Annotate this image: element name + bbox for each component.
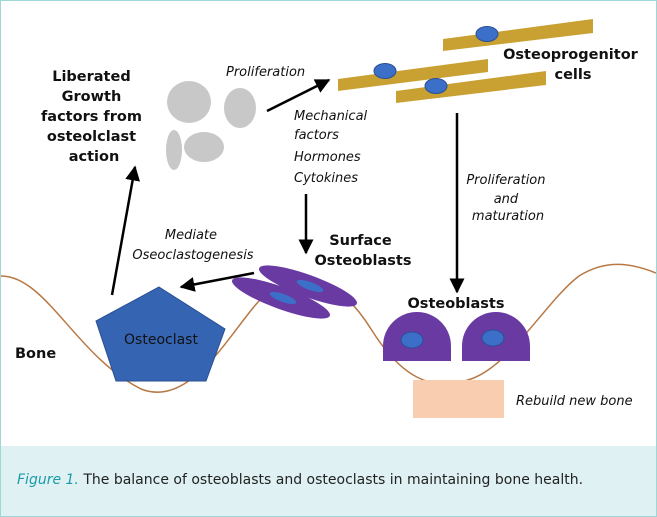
new-bone-block: [413, 380, 504, 418]
cell-nucleus: [296, 279, 324, 293]
caption-bar: Figure 1. The balance of osteoblasts and…: [1, 446, 656, 516]
osteoblasts-label: Osteoblasts: [407, 296, 504, 312]
osteoprogenitor-cell: [396, 71, 546, 103]
growth-factor-blob: [167, 81, 211, 123]
cell-nucleus: [373, 63, 397, 79]
growth-factors-label: Liberated Growth factors from osteolclas…: [41, 69, 147, 165]
surface-osteoblasts: [231, 265, 358, 319]
arrow-osteoclast-to-growth-factors: [110, 165, 140, 296]
figure-number: Figure 1.: [17, 472, 79, 488]
growth-factor-blob: [224, 88, 256, 128]
cell-nucleus: [481, 329, 505, 347]
osteoprogenitor-cell: [338, 59, 488, 91]
arrow-growth-to-progenitor: [266, 78, 331, 113]
mediate-label: Mediate Oseoclastogenesis: [132, 228, 253, 263]
osteoprogenitor-label: Osteoprogenitor cells: [503, 47, 643, 83]
arrow-surface-to-osteoclast: [179, 271, 255, 292]
cell-nucleus: [475, 26, 499, 42]
growth-factor-cluster: [166, 81, 256, 170]
osteoclast-label: Osteoclast: [124, 332, 198, 348]
osteoprogenitor-cell: [443, 19, 593, 51]
rebuild-new-bone-label: Rebuild new bone: [516, 394, 633, 409]
osteoblast-cells: [383, 312, 530, 361]
proliferation-maturation-label: Proliferation and maturation: [466, 173, 549, 224]
proliferation-label: Proliferation: [226, 65, 305, 80]
bone-remodeling-diagram: Liberated Growth factors from osteolclas…: [1, 19, 656, 418]
cell-nucleus: [424, 78, 448, 94]
osteoclast-cell: [95, 286, 226, 382]
osteoprogenitor-cells: [338, 19, 593, 103]
caption-text: The balance of osteoblasts and osteoclas…: [78, 472, 584, 488]
surface-osteoblasts-label: Surface Osteoblasts: [314, 233, 411, 269]
cell-nucleus: [269, 291, 297, 305]
growth-factor-blob: [184, 132, 224, 162]
bone-label: Bone: [15, 346, 56, 362]
growth-factor-blob: [166, 130, 182, 170]
cell-nucleus: [400, 331, 424, 349]
figure-caption: Figure 1. The balance of osteoblasts and…: [17, 472, 583, 488]
stimuli-label: Mechanical factors Hormones Cytokines: [294, 109, 371, 186]
